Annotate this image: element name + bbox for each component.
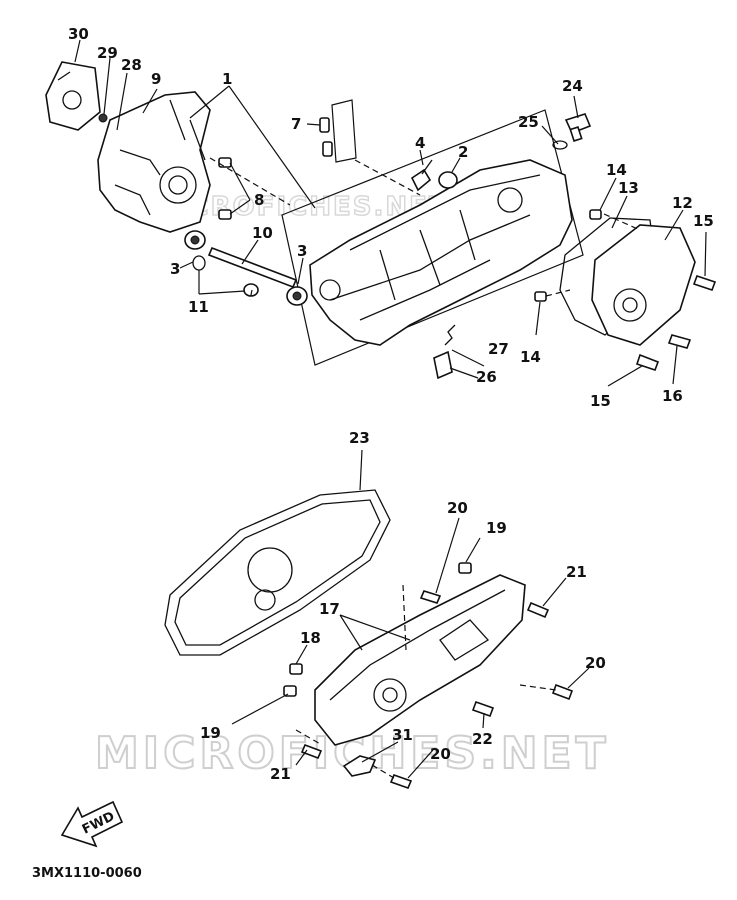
- callout-23: 23: [349, 429, 370, 447]
- callout-3-left: 3: [170, 260, 180, 278]
- callout-labels: 1 2 3 3 4 7 8 9 10 11 12 13 14 14 15 15 …: [68, 25, 714, 783]
- callout-21-left: 21: [270, 765, 291, 783]
- callout-20-right: 20: [585, 654, 606, 672]
- left-crankcase-half: [97, 91, 211, 233]
- part-24-drain-bolt: [564, 113, 592, 142]
- part-7-dowels: [319, 117, 333, 157]
- callout-28: 28: [121, 56, 142, 74]
- part-20-bolt-bottom: [389, 773, 413, 790]
- callout-1: 1: [222, 70, 232, 88]
- part-23-gasket: [164, 489, 391, 656]
- part-3-ring: [192, 255, 206, 271]
- part-17-crankcase-cover: [314, 574, 526, 746]
- callout-24: 24: [562, 77, 583, 95]
- leader-lines: [74, 39, 707, 779]
- callout-12: 12: [672, 194, 693, 212]
- assembly-line-8: [603, 213, 641, 231]
- part-2-bushing: [438, 171, 458, 189]
- part-21-bolt-left: [300, 743, 323, 760]
- assembly-line-2: [402, 584, 407, 651]
- callout-14-lower: 14: [520, 348, 541, 366]
- part-14-dowel-lower: [534, 291, 547, 302]
- assembly-line-7: [209, 157, 291, 206]
- callout-11: 11: [188, 298, 209, 316]
- callout-20-bottom: 20: [430, 745, 451, 763]
- assembly-line-5: [371, 764, 395, 779]
- part-7-box: [331, 99, 357, 163]
- part-15-bolt-upper: [692, 274, 717, 292]
- part-19-dowel-lower: [283, 685, 297, 697]
- callout-25: 25: [518, 113, 539, 131]
- callout-20-top: 20: [447, 499, 468, 517]
- callout-7: 7: [291, 115, 301, 133]
- diagram-code: 3MX1110-0060: [32, 866, 142, 881]
- callout-29: 29: [97, 44, 118, 62]
- part-14-dowel-upper: [589, 209, 602, 220]
- callout-4: 4: [415, 134, 425, 152]
- callout-10: 10: [252, 224, 273, 242]
- callout-22: 22: [472, 730, 493, 748]
- part-26-bolt: [433, 350, 453, 380]
- callout-31: 31: [392, 726, 413, 744]
- callout-26: 26: [476, 368, 497, 386]
- part-12-cover: [591, 224, 696, 346]
- central-crankcase-box: [281, 109, 584, 366]
- callout-8: 8: [254, 191, 264, 209]
- part-25-washer: [552, 140, 568, 150]
- callout-3-center: 3: [297, 242, 307, 260]
- part-11-collar: [243, 283, 259, 297]
- part-29-screw: [98, 113, 108, 123]
- part-18-dowel: [289, 663, 303, 675]
- part-3-bearing-center: [286, 286, 308, 306]
- callout-9: 9: [151, 70, 161, 88]
- assembly-line-9: [545, 289, 571, 297]
- part-31-clamp: [342, 755, 377, 777]
- assembly-line-3: [519, 684, 557, 691]
- callout-30: 30: [68, 25, 89, 43]
- callout-2: 2: [458, 143, 468, 161]
- part-10-shaft: [207, 246, 298, 289]
- part-27-spring: [444, 324, 456, 346]
- callout-27: 27: [488, 340, 509, 358]
- callout-18: 18: [300, 629, 321, 647]
- central-crankcase: [309, 159, 573, 346]
- part-15-bolt-lower: [635, 353, 660, 372]
- part-8-dowels: [218, 157, 232, 220]
- callout-19-lower: 19: [200, 724, 221, 742]
- callout-15-upper: 15: [693, 212, 714, 230]
- callout-17: 17: [319, 600, 340, 618]
- callout-16: 16: [662, 387, 683, 405]
- fwd-arrow: FWD: [60, 800, 124, 848]
- part-22-bolt: [471, 700, 495, 718]
- part-20-bolt-right: [551, 683, 574, 701]
- part-19-dowel-upper: [458, 562, 472, 574]
- assembly-line-4: [295, 729, 323, 746]
- callout-19-upper: 19: [486, 519, 507, 537]
- part-20-bolt-top: [419, 590, 442, 604]
- part-30-plate: [45, 61, 101, 131]
- part-21-bolt-right: [526, 601, 550, 619]
- part-16-bolt: [667, 334, 692, 349]
- callout-21-right: 21: [566, 563, 587, 581]
- callout-14-upper: 14: [606, 161, 627, 179]
- assembly-line-1: [249, 289, 253, 301]
- callout-15-lower: 15: [590, 392, 611, 410]
- part-3-bearing-left: [184, 230, 206, 250]
- part-4-fitting: [410, 159, 433, 192]
- callout-13: 13: [618, 179, 639, 197]
- assembly-line-6: [354, 159, 421, 196]
